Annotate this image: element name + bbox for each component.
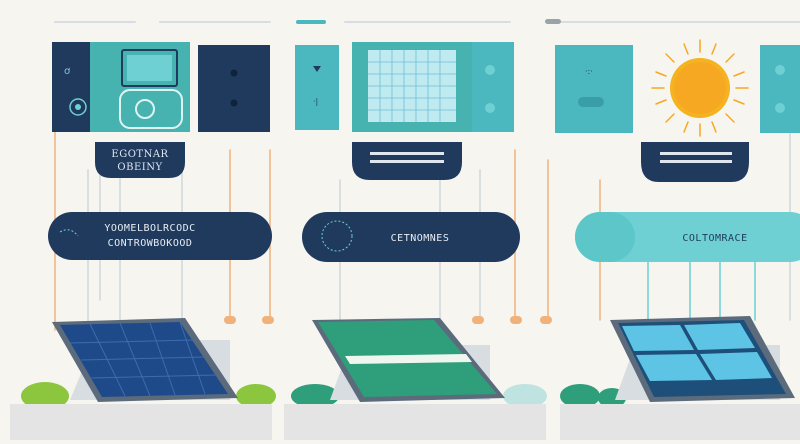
col2-label-tab — [352, 142, 462, 180]
col1-solar-panel — [10, 318, 276, 440]
col2-pill: CETNOMNES — [302, 212, 520, 262]
col2-solar-panel — [284, 318, 547, 440]
connector-knobs — [224, 316, 552, 324]
col2-pill-line1: CETNOMNES — [391, 233, 450, 244]
col3-solar-panel — [560, 316, 800, 440]
col3-label-tab — [641, 142, 749, 182]
col1-pill-line2: CONTROWBOKOOD — [108, 238, 193, 249]
col1-label-line1: EGOTNAR — [111, 149, 168, 160]
col1-devices: ơ — [52, 42, 270, 132]
col3-pill: COLTOMRACE — [575, 212, 800, 262]
sun-icon — [651, 39, 749, 137]
col1-pill-line1: YOOMELBOLRCODC — [104, 223, 195, 234]
svg-text:ơ: ơ — [64, 66, 71, 77]
col1-label-line2: OBEINY — [117, 162, 162, 173]
col1-pill: YOOMELBOLRCODC CONTROWBOKOOD — [48, 212, 272, 260]
col1-label-tab: EGOTNAR OBEINY — [95, 142, 185, 178]
top-accent-teal — [296, 20, 326, 24]
col2-devices: ·| — [295, 42, 514, 132]
col3-pill-line1: COLTOMRACE — [682, 233, 747, 244]
svg-text:·|: ·| — [313, 97, 318, 106]
col3-devices: ·:· — [555, 39, 800, 137]
svg-text:·:·: ·:· — [585, 67, 593, 76]
top-accent-grey — [545, 19, 561, 24]
